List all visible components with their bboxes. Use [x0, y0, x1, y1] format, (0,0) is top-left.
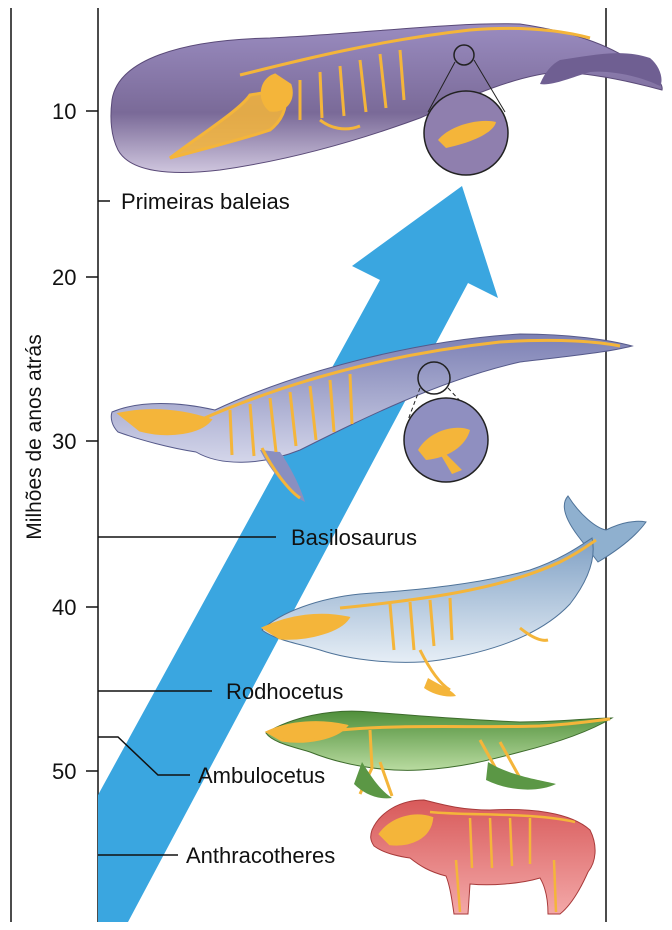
label-anthracotheres: Anthracotheres	[186, 843, 335, 868]
axis-ticks	[86, 111, 98, 771]
tick-label-10: 10	[52, 99, 76, 124]
tick-label-50: 50	[52, 759, 76, 784]
label-rodhocetus: Rodhocetus	[226, 679, 343, 704]
label-primeiras-baleias: Primeiras baleias	[121, 189, 290, 214]
tick-label-30: 30	[52, 429, 76, 454]
sperm-whale-illustration	[111, 24, 662, 175]
tick-label-40: 40	[52, 595, 76, 620]
label-basilosaurus: Basilosaurus	[291, 525, 417, 550]
axis-label: Milhões de anos atrás	[23, 334, 46, 539]
label-ambulocetus: Ambulocetus	[198, 763, 325, 788]
axis-tick-labels: 10 20 30 40 50	[52, 99, 76, 784]
tick-label-20: 20	[52, 265, 76, 290]
anthracotheres-illustration	[371, 800, 595, 914]
ambulocetus-hind-leg	[486, 762, 556, 790]
